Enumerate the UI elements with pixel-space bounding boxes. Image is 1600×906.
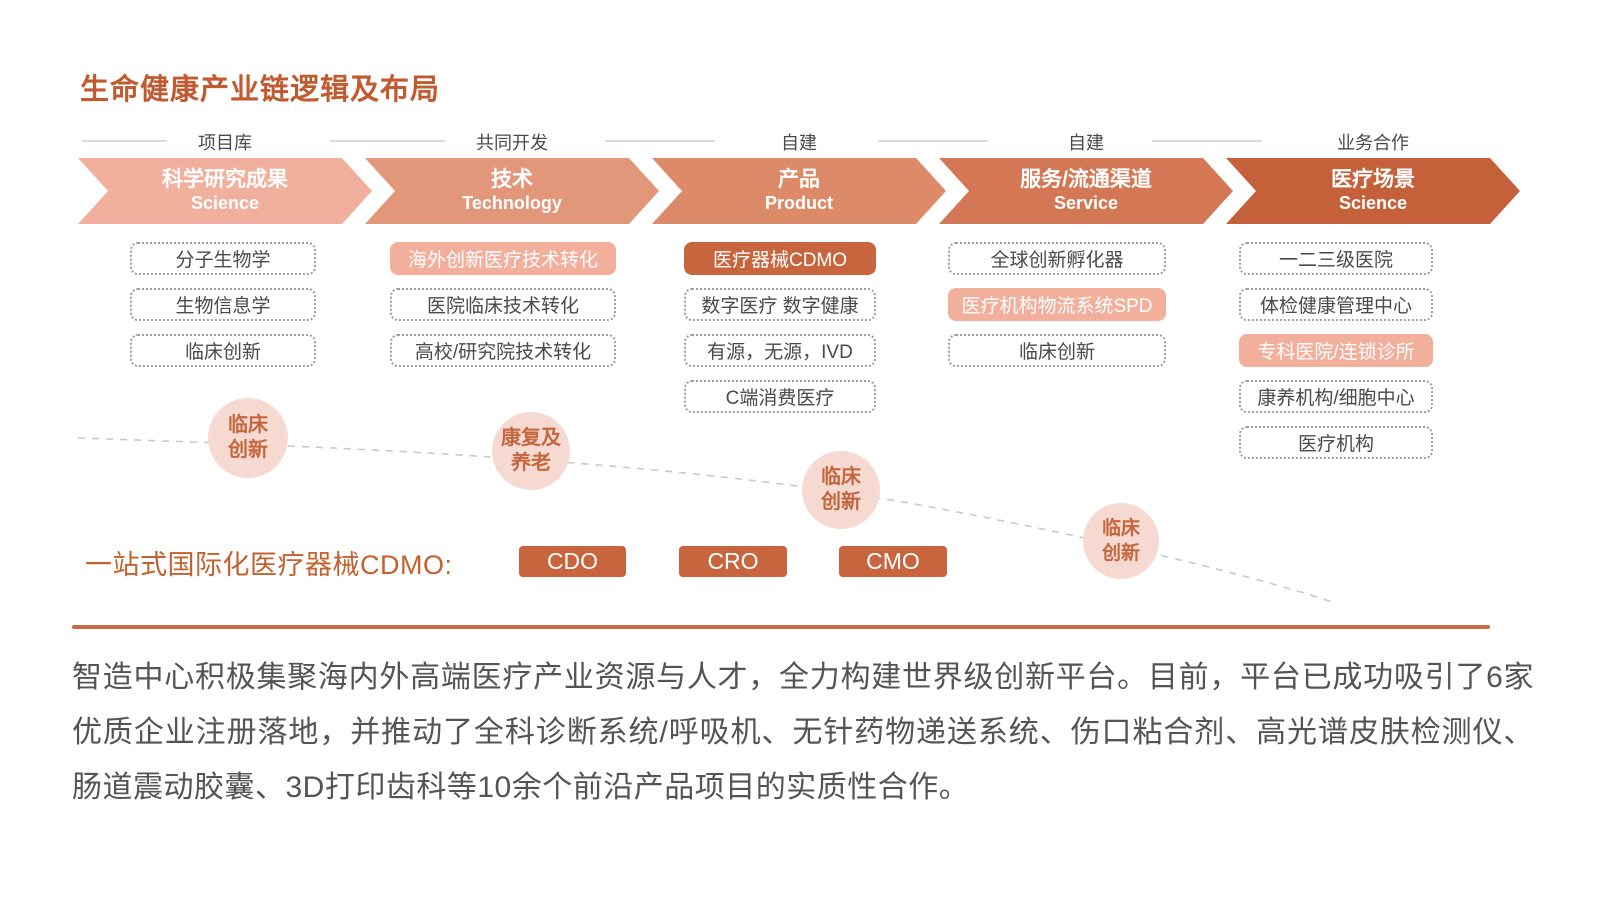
- connector-line: [605, 140, 715, 142]
- item-box: 临床创新: [130, 334, 316, 367]
- circle-text-line: 创新: [1101, 543, 1140, 564]
- mode-label-self-built-2: 自建: [1068, 133, 1104, 153]
- stage-arrow-product: 产品 Product: [652, 158, 946, 224]
- column-product-items: 医疗器械CDMO 数字医疗 数字健康 有源，无源，IVD C端消费医疗: [684, 242, 876, 413]
- item-box-primary: 医疗器械CDMO: [684, 242, 876, 275]
- stage-title-zh: 科学研究成果: [162, 168, 288, 192]
- stage-arrow-science: 科学研究成果 Science: [78, 158, 372, 224]
- item-box: 医疗机构: [1239, 426, 1433, 459]
- item-box: 分子生物学: [130, 242, 316, 275]
- circle-text-line: 临床: [1101, 518, 1140, 539]
- connector-line: [878, 140, 988, 142]
- item-box: 一二三级医院: [1239, 242, 1433, 275]
- section-divider: [72, 625, 1490, 629]
- mode-label-self-built-1: 自建: [781, 133, 817, 153]
- circle-rehab-elderly-care: 康复及 养老: [492, 412, 570, 490]
- circle-text-line: 创新: [228, 439, 268, 461]
- circle-text-line: 养老: [511, 452, 551, 474]
- column-medical-scene-items: 一二三级医院 体检健康管理中心 专科医院/连锁诊所 康养机构/细胞中心 医疗机构: [1239, 242, 1433, 459]
- stage-title-zh: 技术: [491, 168, 533, 192]
- cdo-badge: CDO: [519, 546, 626, 577]
- stage-title-zh: 产品: [778, 168, 820, 192]
- mode-label-co-development: 共同开发: [476, 133, 548, 153]
- cro-badge: CRO: [679, 546, 787, 577]
- connector-line: [82, 140, 167, 142]
- circle-text-line: 创新: [821, 491, 861, 513]
- column-technology-items: 海外创新医疗技术转化 医院临床技术转化 高校/研究院技术转化: [390, 242, 616, 367]
- stage-arrow-technology: 技术 Technology: [365, 158, 659, 224]
- circle-text-line: 临床: [821, 466, 861, 488]
- item-box: 体检健康管理中心: [1239, 288, 1433, 321]
- circle-clinical-innovation-2: 临床 创新: [802, 451, 880, 529]
- page-title: 生命健康产业链逻辑及布局: [80, 74, 441, 106]
- item-box: 数字医疗 数字健康: [684, 288, 876, 321]
- stage-title-en: Science: [1338, 193, 1408, 214]
- item-box: 高校/研究院技术转化: [390, 334, 616, 367]
- item-box: 临床创新: [948, 334, 1166, 367]
- stage-title-en: Technology: [462, 193, 562, 214]
- connector-line: [330, 140, 445, 142]
- mode-label-project-library: 项目库: [198, 133, 252, 153]
- stage-arrow-service: 服务/流通渠道 Service: [939, 158, 1233, 224]
- circle-clinical-innovation-3: 临床 创新: [1083, 503, 1159, 579]
- item-box-highlighted: 海外创新医疗技术转化: [390, 242, 616, 275]
- cdmo-caption: 一站式国际化医疗器械CDMO:: [85, 550, 453, 580]
- stage-title-en: Product: [764, 193, 833, 214]
- stage-arrow-medical-scene: 医疗场景 Science: [1226, 158, 1520, 224]
- stage-title-zh: 医疗场景: [1331, 168, 1415, 192]
- item-box: 有源，无源，IVD: [684, 334, 876, 367]
- stage-title-en: Service: [1053, 193, 1119, 214]
- column-science-items: 分子生物学 生物信息学 临床创新: [130, 242, 316, 367]
- item-box: 全球创新孵化器: [948, 242, 1166, 275]
- stage-title-en: Science: [190, 193, 260, 214]
- item-box: C端消费医疗: [684, 380, 876, 413]
- description-paragraph: 智造中心积极集聚海内外高端医疗产业资源与人才，全力构建世界级创新平台。目前，平台…: [72, 661, 1534, 804]
- circle-text-line: 康复及: [501, 427, 561, 449]
- circle-text-line: 临床: [228, 414, 268, 436]
- item-box: 生物信息学: [130, 288, 316, 321]
- cmo-badge: CMO: [839, 546, 947, 577]
- item-box: 医院临床技术转化: [390, 288, 616, 321]
- stage-title-zh: 服务/流通渠道: [1020, 168, 1152, 192]
- connector-line: [1152, 140, 1262, 142]
- item-box-highlighted: 专科医院/连锁诊所: [1239, 334, 1433, 367]
- item-box-highlighted: 医疗机构物流系统SPD: [948, 288, 1166, 321]
- mode-label-business-coop: 业务合作: [1337, 133, 1409, 153]
- column-service-items: 全球创新孵化器 医疗机构物流系统SPD 临床创新: [948, 242, 1166, 367]
- circle-clinical-innovation-1: 临床 创新: [208, 398, 288, 478]
- item-box: 康养机构/细胞中心: [1239, 380, 1433, 413]
